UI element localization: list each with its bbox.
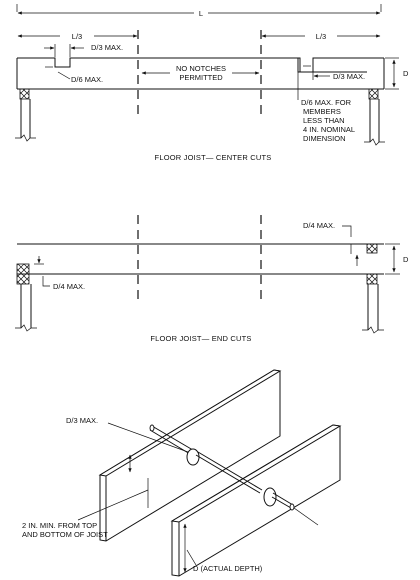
end-bottom-leader (42, 276, 50, 287)
pipe-a-front2 (272, 492, 294, 506)
end-top-leader (342, 225, 352, 237)
notch-right-depth-label: D/3 MAX. (333, 72, 365, 81)
note-line4: 4 IN. NOMINAL (303, 125, 355, 134)
end-notch-top-right (366, 243, 378, 254)
no-notch-line1: NO NOTCHES (176, 64, 226, 73)
note-line3: LESS THAN (303, 116, 345, 125)
note-line5: DIMENSION (303, 134, 346, 143)
pipe-a-tip (289, 503, 295, 511)
note-line2: MEMBERS (303, 107, 341, 116)
pipe-a-mid (195, 454, 261, 494)
hole-label: D/3 MAX. (66, 416, 98, 425)
pipe-tip-leader (293, 507, 319, 526)
support-right-break (364, 138, 385, 146)
depth-actual-leader (186, 549, 197, 566)
hole-front-board (263, 487, 277, 507)
edge-note-line1: 2 IN. MIN. FROM TOP (22, 521, 97, 530)
edge-note-line2: AND BOTTOM OF JOIST (22, 530, 108, 539)
end-support-right-break (362, 326, 384, 334)
notch-left-width-label: D/3 MAX. (91, 43, 123, 52)
end-support-block-left (16, 273, 30, 285)
notch-left-depth-label: D/6 MAX. (71, 75, 103, 84)
pipe-a-back2 (151, 425, 199, 454)
end-support-left-break (15, 324, 37, 332)
front-board-top (170, 424, 342, 523)
support-block-left (19, 88, 30, 100)
center-cuts-panel: L L/3 L/3 D/3 MAX. D/6 MAX. NO NOTCHES P… (15, 4, 409, 162)
span-label: L (199, 9, 203, 18)
end-top-label: D/4 MAX. (303, 221, 335, 230)
end-bottom-label: D/4 MAX. (53, 282, 85, 291)
depth-actual-label: D (ACTUAL DEPTH) (193, 564, 263, 573)
end-depth-label: D (403, 255, 409, 264)
bored-holes-panel: D/3 MAX. 2 IN. MIN. FROM TOP AND BOTTOM … (22, 369, 342, 577)
third-left-label: L/3 (72, 32, 82, 41)
hole-leader (107, 422, 189, 453)
third-right-label: L/3 (316, 32, 326, 41)
end-support-block-right (366, 273, 378, 285)
pipe-a-mid2 (197, 451, 263, 491)
back-board-top (98, 369, 282, 477)
end-cuts-panel: D/4 MAX. D D/4 MAX. FLOOR JOIST— END CUT… (15, 215, 409, 343)
caption-center-cuts: FLOOR JOIST— CENTER CUTS (155, 153, 272, 162)
end-notch-bottom-left (16, 263, 30, 275)
depth-label: D (403, 69, 409, 78)
pipe-a-front (271, 496, 292, 509)
no-notch-line2: PERMITTED (179, 73, 223, 82)
pipe-a-end (149, 424, 155, 432)
caption-end-cuts: FLOOR JOIST— END CUTS (150, 334, 251, 343)
notch-left-leader (57, 71, 71, 80)
hole-back-board (186, 448, 200, 466)
support-block-right (368, 88, 379, 100)
edge-leader (77, 489, 149, 521)
note-line1: D/6 MAX. FOR (301, 98, 352, 107)
support-left-break (15, 134, 36, 142)
